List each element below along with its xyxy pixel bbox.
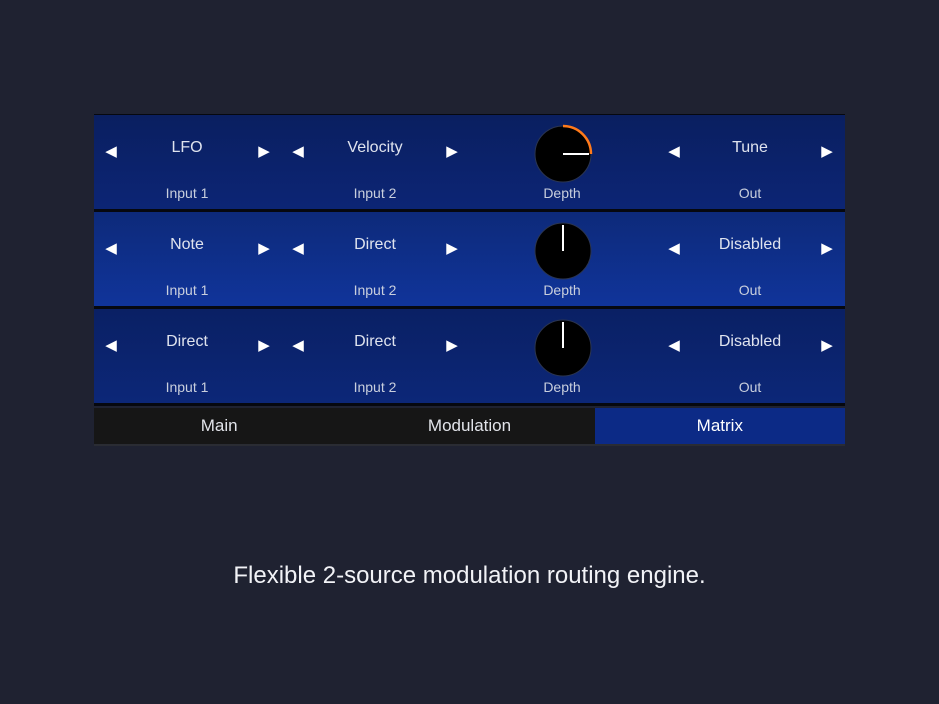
input2-value: Velocity [347, 139, 403, 156]
out-value: Disabled [718, 236, 782, 253]
caption-text: Flexible 2-source modulation routing eng… [233, 562, 706, 589]
out-value: Tune [732, 139, 768, 156]
depth-label: Depth [543, 282, 581, 298]
input2-prev-arrow-icon[interactable]: ◀ [292, 240, 304, 257]
modulation-matrix-panel: ◀ LFO ▶ Input 1 ◀ Velocity ▶ Input 2 Dep… [94, 114, 845, 406]
input1-label: Input 1 [165, 185, 209, 201]
input1-value: Note [170, 236, 204, 253]
depth-label: Depth [543, 185, 581, 201]
tab-main[interactable]: Main [200, 416, 238, 435]
matrix-row-1: ◀ LFO ▶ Input 1 ◀ Velocity ▶ Input 2 Dep… [94, 115, 845, 212]
input2-value: Direct [354, 333, 396, 350]
tab-matrix[interactable]: Matrix [594, 408, 845, 444]
input2-next-arrow-icon[interactable]: ▶ [446, 337, 458, 354]
out-label: Out [738, 185, 762, 201]
out-next-arrow-icon[interactable]: ▶ [821, 337, 833, 354]
input2-next-arrow-icon[interactable]: ▶ [446, 143, 458, 160]
input2-label: Input 2 [353, 379, 397, 395]
input1-next-arrow-icon[interactable]: ▶ [258, 337, 270, 354]
out-value: Disabled [718, 333, 782, 350]
input1-label: Input 1 [165, 379, 209, 395]
knob-value-arc [562, 124, 593, 155]
out-prev-arrow-icon[interactable]: ◀ [668, 143, 680, 160]
input1-next-arrow-icon[interactable]: ▶ [258, 240, 270, 257]
input2-prev-arrow-icon[interactable]: ◀ [292, 143, 304, 160]
input1-next-arrow-icon[interactable]: ▶ [258, 143, 270, 160]
out-next-arrow-icon[interactable]: ▶ [821, 143, 833, 160]
out-label: Out [738, 282, 762, 298]
out-next-arrow-icon[interactable]: ▶ [821, 240, 833, 257]
input1-prev-arrow-icon[interactable]: ◀ [105, 240, 117, 257]
tab-bar: Main Modulation Matrix [94, 408, 845, 446]
input2-value: Direct [354, 236, 396, 253]
out-label: Out [738, 379, 762, 395]
out-prev-arrow-icon[interactable]: ◀ [668, 240, 680, 257]
input1-value: Direct [166, 333, 208, 350]
input2-label: Input 2 [353, 185, 397, 201]
input1-label: Input 1 [165, 282, 209, 298]
input1-prev-arrow-icon[interactable]: ◀ [105, 337, 117, 354]
tab-modulation[interactable]: Modulation [427, 416, 512, 435]
matrix-row-2: ◀ Note ▶ Input 1 ◀ Direct ▶ Input 2 Dept… [94, 212, 845, 309]
depth-label: Depth [543, 379, 581, 395]
input1-prev-arrow-icon[interactable]: ◀ [105, 143, 117, 160]
depth-knob[interactable] [533, 124, 593, 184]
input2-label: Input 2 [353, 282, 397, 298]
input2-next-arrow-icon[interactable]: ▶ [446, 240, 458, 257]
depth-knob[interactable] [533, 221, 593, 281]
input2-prev-arrow-icon[interactable]: ◀ [292, 337, 304, 354]
input1-value: LFO [171, 139, 203, 156]
matrix-row-3: ◀ Direct ▶ Input 1 ◀ Direct ▶ Input 2 De… [94, 309, 845, 406]
depth-knob[interactable] [533, 318, 593, 378]
out-prev-arrow-icon[interactable]: ◀ [668, 337, 680, 354]
